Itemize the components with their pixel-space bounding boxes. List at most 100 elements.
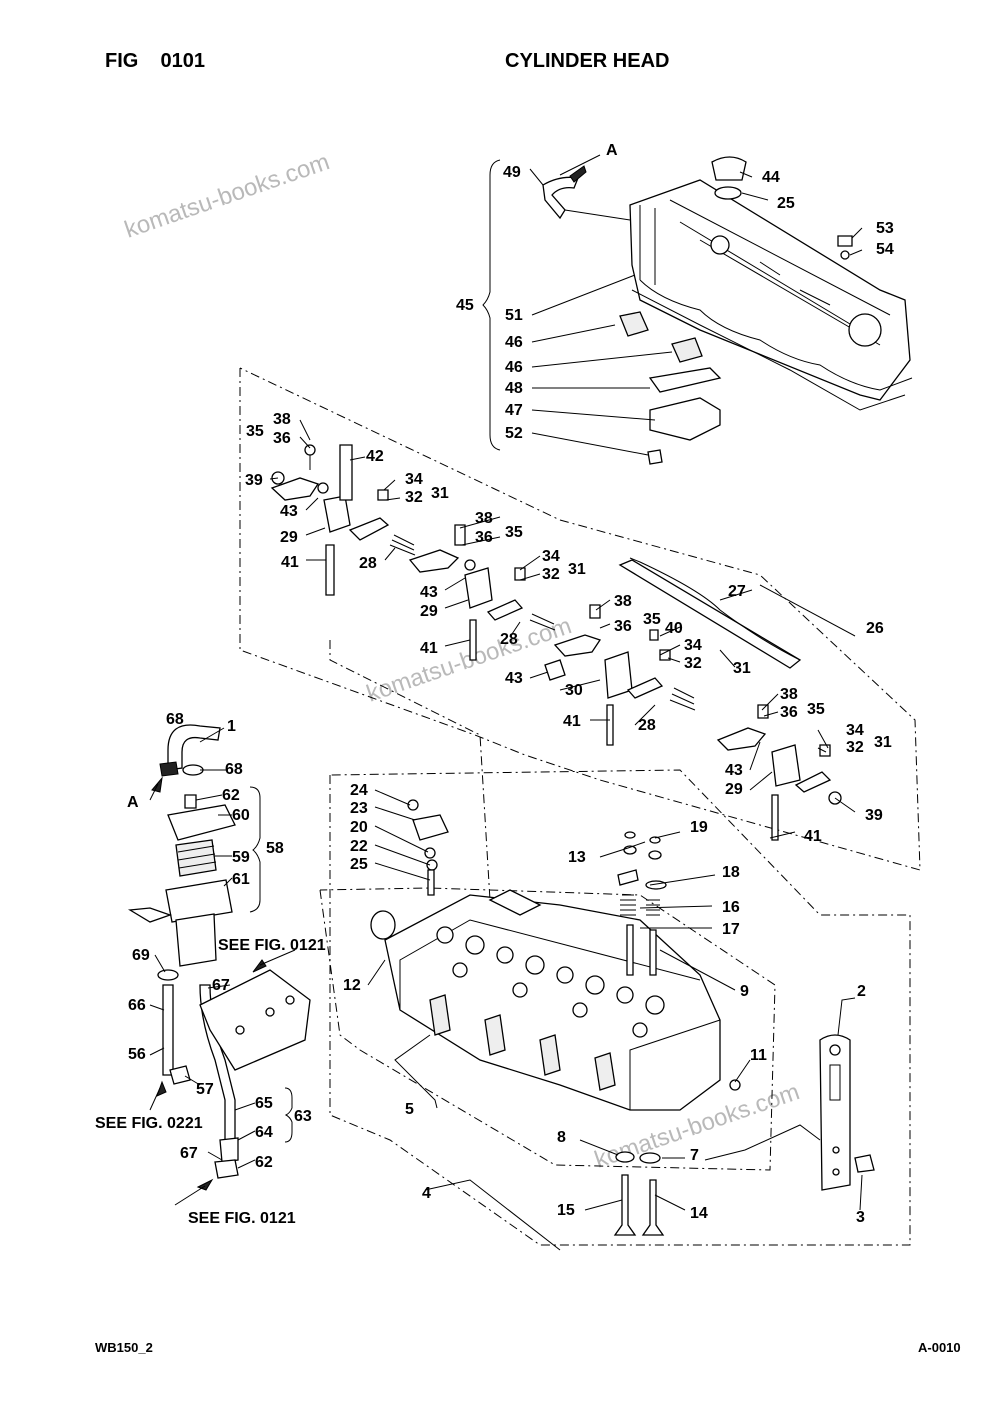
part-label-30: 30: [565, 682, 583, 699]
gasket-plate: [648, 367, 722, 393]
lifting-eye: [819, 1034, 851, 1191]
part-label-20: 20: [350, 819, 368, 836]
part-label-38c: 38: [614, 593, 632, 610]
head-outline-5: [319, 887, 776, 1171]
part-label-28a: 28: [359, 555, 377, 572]
part-label-43b: 43: [420, 584, 438, 601]
part-label-13: 13: [568, 849, 586, 866]
part-label-31c: 31: [733, 660, 751, 677]
part-label-56: 57: [196, 1081, 214, 1098]
part-label-41b: 41: [420, 640, 438, 657]
watermark-2: komatsu-books.com: [363, 612, 575, 707]
part-label-58: 59: [232, 849, 250, 866]
part-label-35b: 35: [505, 524, 523, 541]
part-label-41c: 41: [563, 713, 581, 730]
part-label-41a: 41: [281, 554, 299, 571]
part-label-35c: 35: [643, 611, 661, 628]
part-label-64: 64: [255, 1124, 273, 1141]
model-code: WB150_2: [95, 1340, 153, 1355]
see-fig-0121-top[interactable]: SEE FIG. 0121: [218, 937, 326, 954]
part-label-29d: 29: [725, 781, 743, 798]
part-label-43a: 43: [280, 503, 298, 520]
part-label-26: 26: [866, 620, 884, 637]
part-label-35a: 35: [246, 423, 264, 440]
part-label-16: 16: [722, 899, 740, 916]
arrow-label-a-left: A: [127, 794, 139, 811]
part-label-28c: 28: [638, 717, 656, 734]
part-label-24: 24: [350, 782, 368, 799]
part-label-2: 2: [857, 983, 866, 1000]
part-labels: A A 49 44 25 53 54 45 51 46 46 48 47 52 …: [95, 142, 894, 1227]
plate-59: [167, 804, 236, 841]
part-label-34a: 34: [405, 471, 423, 488]
part-label-29b: 29: [420, 603, 438, 620]
part-label-22: 23: [350, 800, 368, 817]
left-parts-group: [127, 724, 311, 1206]
bracket: [649, 397, 721, 441]
part-label-32d: 32: [846, 739, 864, 756]
cylinder-head-group: [367, 789, 875, 1251]
see-fig-0221[interactable]: SEE FIG. 0221: [95, 1115, 203, 1132]
part-label-35d: 35: [807, 701, 825, 718]
part-label-32b: 32: [542, 566, 560, 583]
part-label-15: 15: [557, 1202, 575, 1219]
part-label-38b: 38: [475, 510, 493, 527]
part-label-7: 7: [690, 1147, 699, 1164]
part-label-31b: 31: [568, 561, 586, 578]
part-label-57: 58: [266, 840, 284, 857]
part-label-43d: 43: [725, 762, 743, 779]
brace-63: [284, 1087, 293, 1143]
head-outline-4: [329, 769, 911, 1246]
arrow-label-a-top: A: [606, 142, 618, 159]
part-label-68a: 68: [166, 711, 184, 728]
part-label-36c: 36: [614, 618, 632, 635]
part-label-27: 27: [728, 583, 746, 600]
part-label-40: 40: [665, 620, 683, 637]
part-label-42: 42: [366, 448, 384, 465]
part-label-46a: 46: [505, 334, 523, 351]
bracket-fig0121: [199, 969, 311, 1071]
see-fig-0121-bottom[interactable]: SEE FIG. 0121: [188, 1210, 296, 1227]
rocker-cover: [629, 179, 911, 401]
part-label-11: 11: [750, 1047, 767, 1064]
part-label-36d: 36: [780, 704, 798, 721]
part-label-9: 9: [740, 983, 749, 1000]
part-label-8: 8: [557, 1129, 566, 1146]
part-label-38d: 38: [780, 686, 798, 703]
part-label-23: 25: [350, 856, 368, 873]
part-label-66: 66: [128, 997, 146, 1014]
brace-57: [249, 786, 261, 913]
rubber-block-2: [671, 337, 703, 363]
part-label-46b: 46: [505, 359, 523, 376]
part-label-60: 61: [232, 871, 250, 888]
part-label-65: 65: [255, 1095, 273, 1112]
part-label-54: 54: [876, 241, 894, 258]
part-label-34d: 34: [846, 722, 864, 739]
part-label-29a: 29: [280, 529, 298, 546]
part-label-63: 63: [294, 1108, 312, 1125]
flange-60: [165, 879, 233, 923]
page-title: CYLINDER HEAD: [505, 50, 670, 72]
part-label-21: 22: [350, 838, 368, 855]
part-label-31a: 31: [431, 485, 449, 502]
o-ring: [714, 186, 742, 200]
hose-1: [167, 724, 221, 771]
part-label-28b: 28: [500, 631, 518, 648]
part-label-36a: 36: [273, 430, 291, 447]
part-label-38a: 38: [273, 411, 291, 428]
part-label-18: 18: [722, 864, 740, 881]
tube-66: [162, 984, 174, 1076]
part-label-39a: 39: [245, 472, 263, 489]
part-label-3: 3: [856, 1209, 865, 1226]
part-label-59: 60: [232, 807, 250, 824]
brace-45: [482, 159, 501, 451]
part-label-61: 62: [222, 787, 240, 804]
part-label-53: 53: [876, 220, 894, 237]
part-label-32a: 32: [405, 489, 423, 506]
figure-number: FIG 0101: [105, 50, 206, 72]
part-label-52: 52: [505, 425, 523, 442]
part-label-12: 12: [343, 977, 361, 994]
part-label-69: 69: [132, 947, 150, 964]
part-label-32c: 32: [684, 655, 702, 672]
